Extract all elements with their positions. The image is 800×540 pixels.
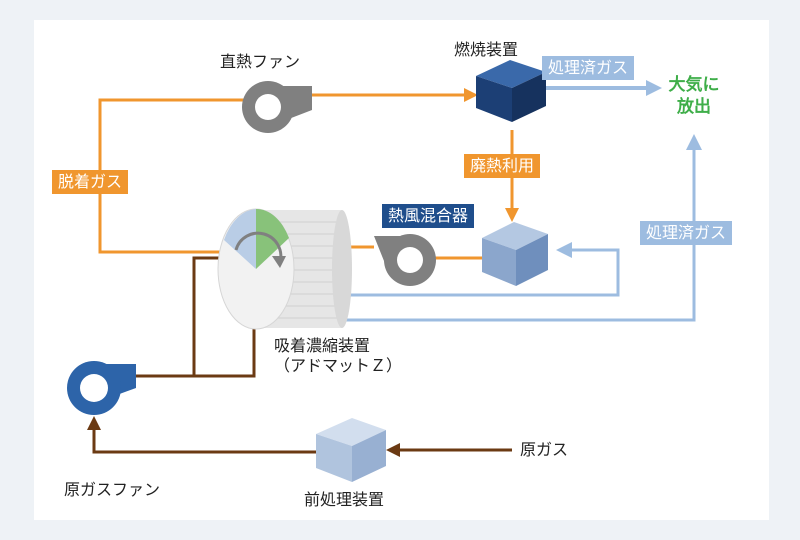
raw-gas-fan-label: 原ガスファン bbox=[64, 480, 161, 499]
pretreatment-label: 前処理装置 bbox=[304, 490, 385, 509]
concentrator-line-2: （アドマットＺ） bbox=[274, 356, 403, 375]
direct-heat-fan-label: 直熱ファン bbox=[220, 52, 301, 71]
combustion-device-label: 燃焼装置 bbox=[454, 40, 519, 59]
waste-heat-tag: 廃熱利用 bbox=[464, 154, 541, 178]
rotor-icon bbox=[217, 208, 352, 330]
mixer-cube-icon bbox=[482, 222, 548, 286]
pretreatment-cube-icon bbox=[316, 418, 386, 482]
direct-heat-fan-icon bbox=[242, 81, 312, 133]
atmosphere-line-2: 放出 bbox=[677, 97, 711, 117]
atmosphere-release-label: 大気に 放出 bbox=[664, 74, 724, 118]
atmosphere-line-1: 大気に bbox=[668, 75, 720, 95]
raw-gas-fan-icon bbox=[67, 361, 136, 415]
concentrator-line-1: 吸着濃縮装置 bbox=[274, 336, 371, 355]
desorption-gas-tag: 脱着ガス bbox=[52, 170, 129, 194]
treated-gas-top-tag: 処理済ガス bbox=[542, 56, 635, 80]
rotor-to-atmosphere-line bbox=[334, 134, 702, 322]
loop-to-mixer-line bbox=[342, 242, 620, 297]
hot-air-mixer-tag: 熱風混合器 bbox=[382, 204, 475, 228]
raw-gas-label: 原ガス bbox=[520, 440, 569, 459]
mixer-fan-icon bbox=[374, 234, 436, 286]
flow-diagram bbox=[67, 60, 702, 482]
pretreatment-to-fan-line bbox=[87, 416, 316, 454]
diagram-canvas: 直熱ファン 燃焼装置 処理済ガス 大気に 放出 脱着ガス 廃熱利用 熱風混合器 … bbox=[34, 20, 769, 520]
concentrator-label: 吸着濃縮装置 （アドマットＺ） bbox=[274, 336, 402, 376]
treated-gas-right-tag: 処理済ガス bbox=[640, 221, 733, 245]
combustion-cube-icon bbox=[476, 60, 546, 122]
